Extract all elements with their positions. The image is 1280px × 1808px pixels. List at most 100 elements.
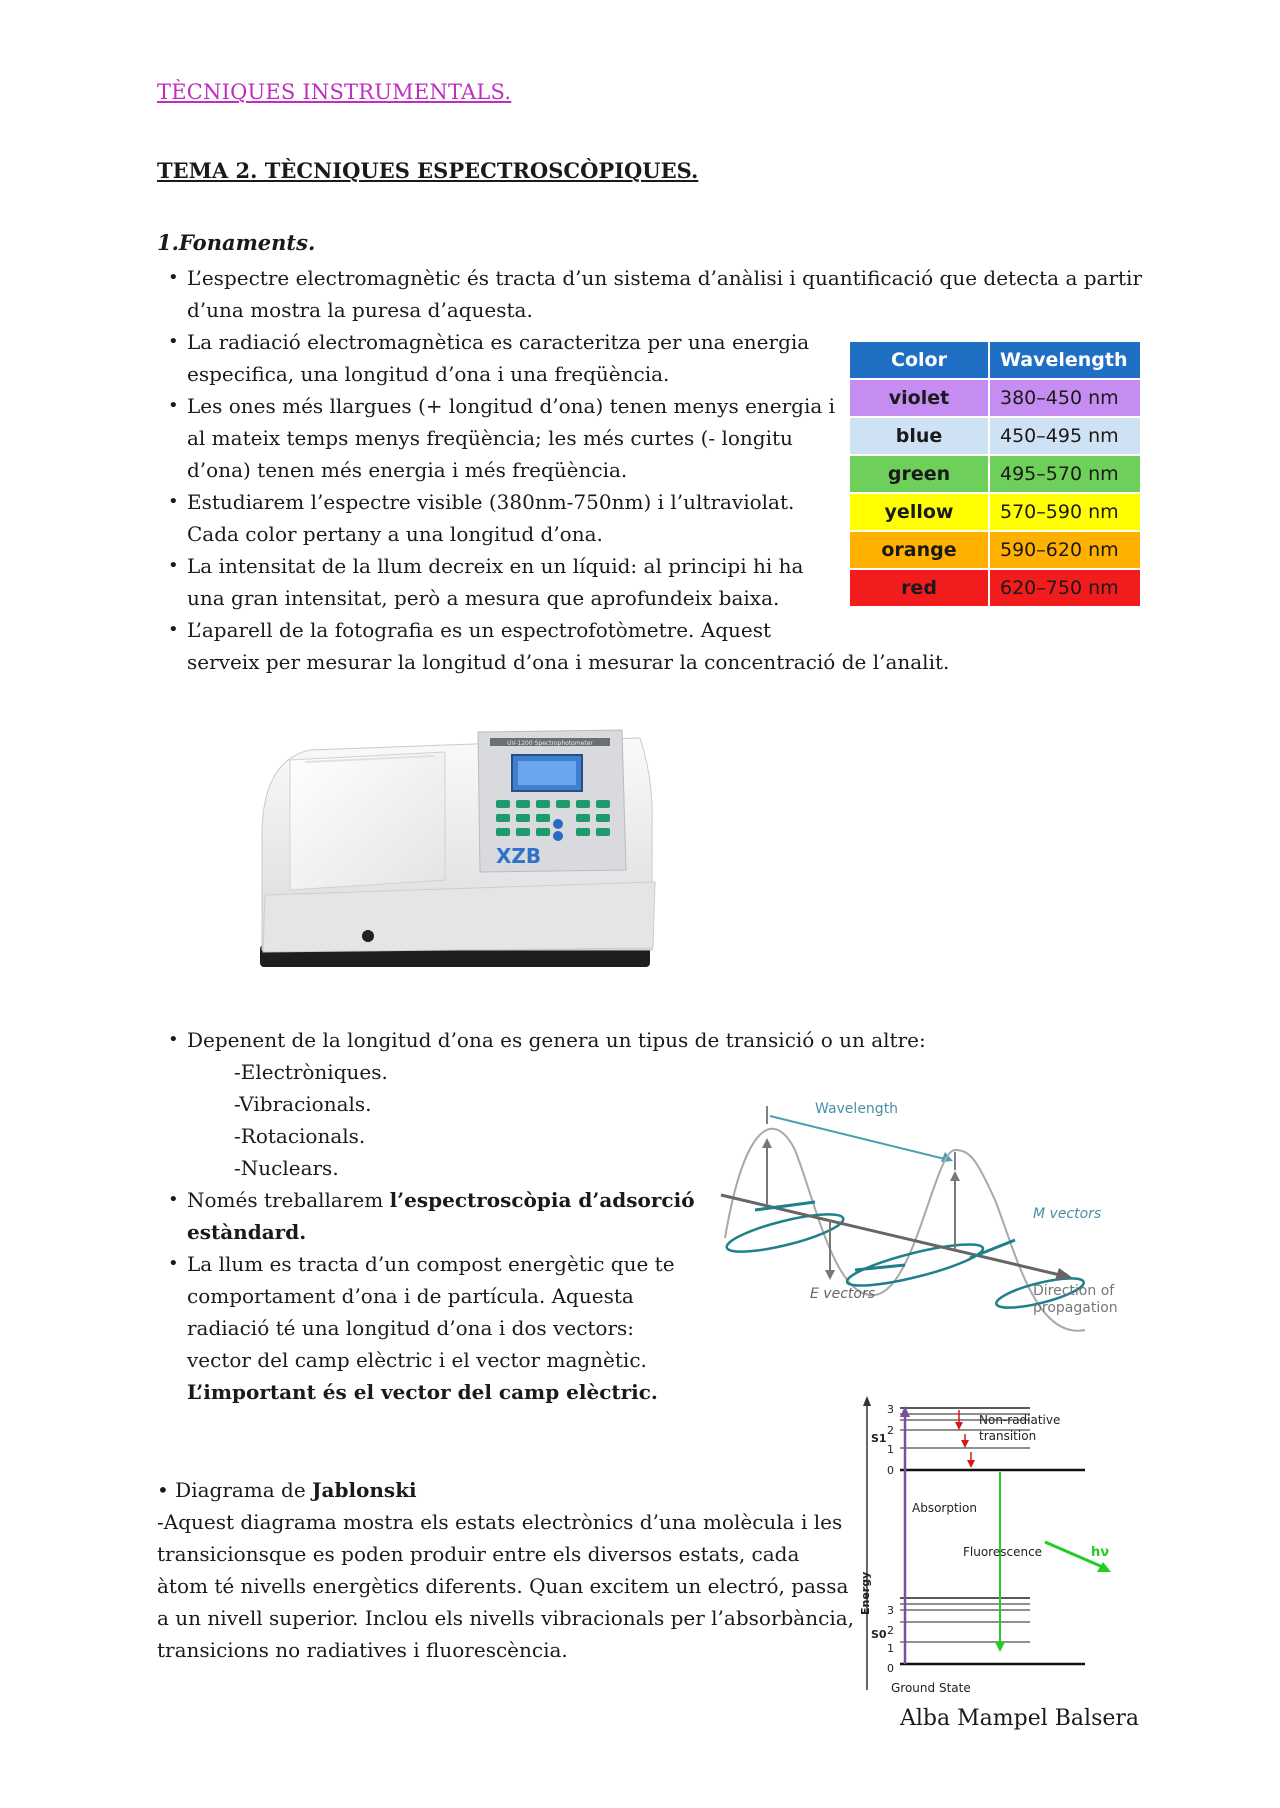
m-vectors-label: M vectors bbox=[1033, 1206, 1101, 1222]
bullet-text: L’espectre electromagnètic és tracta d’u… bbox=[187, 266, 1143, 290]
wavelength-label: Wavelength bbox=[815, 1101, 898, 1117]
absorption-bold: l’espectroscòpia d’adsorció bbox=[389, 1188, 695, 1212]
spectrophotometer-image: UV-1200 Spectrophotometer XZB bbox=[260, 729, 656, 967]
energy-axis-arrowhead bbox=[863, 1396, 871, 1406]
table-row: red 620–750 nm bbox=[848, 568, 1142, 608]
bullet-text: serveix per mesurar la longitud d’ona i … bbox=[187, 650, 950, 674]
bullet-text: una gran intensitat, però a mesura que a… bbox=[187, 586, 780, 610]
bullet-text: al mateix temps menys freqüència; les mé… bbox=[187, 426, 793, 450]
transition-item: -Vibracionals. bbox=[234, 1092, 372, 1116]
header-wavelength: Wavelength bbox=[988, 340, 1142, 380]
transitions-intro: Depenent de la longitud d’ona es genera … bbox=[187, 1028, 926, 1052]
light-line: La llum es tracta d’un compost energètic… bbox=[187, 1252, 675, 1276]
range-cell: 495–570 nm bbox=[988, 454, 1142, 494]
s1-label: S1 bbox=[871, 1432, 887, 1445]
ground-state-label: Ground State bbox=[891, 1681, 971, 1695]
color-cell: violet bbox=[848, 378, 990, 418]
table-row: yellow 570–590 nm bbox=[848, 492, 1142, 532]
magnetic-field-loop bbox=[845, 1243, 985, 1287]
level-number: 3 bbox=[887, 1604, 894, 1617]
table-row: blue 450–495 nm bbox=[848, 416, 1142, 456]
brand-logo: XZB bbox=[496, 844, 541, 868]
direction-label-1: Direction of bbox=[1033, 1283, 1115, 1299]
light-bold-line: L’important és el vector del camp elèctr… bbox=[187, 1380, 658, 1404]
level-number: 1 bbox=[887, 1642, 894, 1655]
level-number: 0 bbox=[887, 1464, 894, 1477]
range-cell: 570–590 nm bbox=[988, 492, 1142, 532]
bullet-text: Les ones més llargues (+ longitud d’ona)… bbox=[187, 394, 836, 418]
fluorescence-label: Fluorescence bbox=[963, 1545, 1042, 1559]
bullet-text: d’ona) tenen més energia i més freqüènci… bbox=[187, 458, 628, 482]
hv-label: hν bbox=[1091, 1545, 1109, 1560]
absorption-arrowhead bbox=[900, 1406, 910, 1417]
transition-label: transition bbox=[979, 1429, 1036, 1443]
table-header-row: Color Wavelength bbox=[848, 340, 1142, 380]
range-cell: 380–450 nm bbox=[988, 378, 1142, 418]
course-title: TÈCNIQUES INSTRUMENTALS. bbox=[157, 80, 512, 104]
color-cell: yellow bbox=[848, 492, 990, 532]
wavelength-arrow bbox=[769, 1115, 950, 1161]
level-number: 2 bbox=[887, 1424, 894, 1437]
bullet-text: Estudiarem l’espectre visible (380nm-750… bbox=[187, 490, 795, 514]
bullet-text: especifica, una longitud d’ona i una fre… bbox=[187, 362, 670, 386]
table-row: green 495–570 nm bbox=[848, 454, 1142, 494]
wavelength-table: Color Wavelength violet 380–450 nm blue … bbox=[848, 340, 1142, 608]
e-vector-arrowhead bbox=[950, 1171, 960, 1181]
absorption-bold-2: estàndard. bbox=[187, 1220, 307, 1244]
light-line: comportament d’ona i de partícula. Aques… bbox=[187, 1284, 634, 1308]
range-cell: 590–620 nm bbox=[988, 530, 1142, 570]
bullet-text: La intensitat de la llum decreix en un l… bbox=[187, 554, 804, 578]
jablonski-line: -Aquest diagrama mostra els estats elect… bbox=[157, 1510, 843, 1534]
level-number: 0 bbox=[887, 1662, 894, 1675]
light-line: radiació té una longitud d’ona i dos vec… bbox=[187, 1316, 635, 1340]
magnetic-field-loop bbox=[725, 1213, 845, 1253]
level-number: 3 bbox=[887, 1403, 894, 1416]
propagation-arrowhead bbox=[1055, 1268, 1073, 1280]
jablonski-title: • Diagrama de Jablonski bbox=[157, 1474, 417, 1506]
jablonski-line: a un nivell superior. Inclou els nivells… bbox=[157, 1606, 854, 1630]
m-vector-arrows bbox=[754, 1200, 1016, 1272]
range-cell: 620–750 nm bbox=[988, 568, 1142, 608]
section-heading: 1.Fonaments. bbox=[157, 230, 316, 255]
direction-label-2: propagation bbox=[1033, 1300, 1118, 1316]
hv-arrow bbox=[1044, 1540, 1106, 1570]
level-number: 1 bbox=[887, 1443, 894, 1456]
jablonski-title-prefix: • Diagrama de bbox=[157, 1478, 313, 1502]
table-row: orange 590–620 nm bbox=[848, 530, 1142, 570]
jablonski-line: àtom té nivells energètics diferents. Qu… bbox=[157, 1574, 849, 1598]
transition-item: -Rotacionals. bbox=[234, 1124, 366, 1148]
bullet-text: d’una mostra la puresa d’aquesta. bbox=[187, 298, 533, 322]
light-line: vector del camp elèctric i el vector mag… bbox=[187, 1348, 647, 1372]
transition-item: -Electròniques. bbox=[234, 1060, 388, 1084]
hv-arrowhead bbox=[1097, 1562, 1111, 1572]
topic-title: TEMA 2. TÈCNIQUES ESPECTROSCÒPIQUES. bbox=[157, 158, 699, 183]
jablonski-line: transicions no radiatives i fluorescènci… bbox=[157, 1638, 568, 1662]
header-color: Color bbox=[848, 340, 990, 380]
energy-label: Energy bbox=[859, 1572, 872, 1615]
s0-label: S0 bbox=[871, 1628, 887, 1641]
range-cell: 450–495 nm bbox=[988, 416, 1142, 456]
author-name: Alba Mampel Balsera bbox=[900, 1706, 1140, 1731]
absorption-prefix: Només treballarem bbox=[187, 1188, 390, 1212]
jablonski-line: transicionsque es poden produir entre el… bbox=[157, 1542, 800, 1566]
em-wave-diagram: Wavelength M vectors E vectors Direction… bbox=[720, 1101, 1118, 1332]
level-number: 2 bbox=[887, 1624, 894, 1637]
electric-field-wave bbox=[724, 1127, 1086, 1332]
absorption-line: Només treballarem l’espectroscòpia d’ads… bbox=[187, 1184, 695, 1216]
color-cell: red bbox=[848, 568, 990, 608]
color-cell: green bbox=[848, 454, 990, 494]
bullet-text: La radiació electromagnètica es caracter… bbox=[187, 330, 810, 354]
color-cell: blue bbox=[848, 416, 990, 456]
e-vector-arrowhead bbox=[762, 1138, 772, 1148]
color-cell: orange bbox=[848, 530, 990, 570]
bullet-text: Cada color pertany a una longitud d’ona. bbox=[187, 522, 603, 546]
jablonski-title-bold: Jablonski bbox=[312, 1478, 417, 1502]
bullet-text: L’aparell de la fotografia es un espectr… bbox=[187, 618, 772, 642]
e-vector-arrows bbox=[766, 1142, 956, 1275]
e-vector-arrowhead bbox=[825, 1270, 835, 1280]
absorption-label: Absorption bbox=[912, 1501, 977, 1515]
magnetic-field-loop bbox=[995, 1277, 1085, 1309]
transition-item: -Nuclears. bbox=[234, 1156, 339, 1180]
non-radiative-label: Non-radiative bbox=[979, 1413, 1060, 1427]
panel-title: UV-1200 Spectrophotometer bbox=[507, 740, 593, 747]
